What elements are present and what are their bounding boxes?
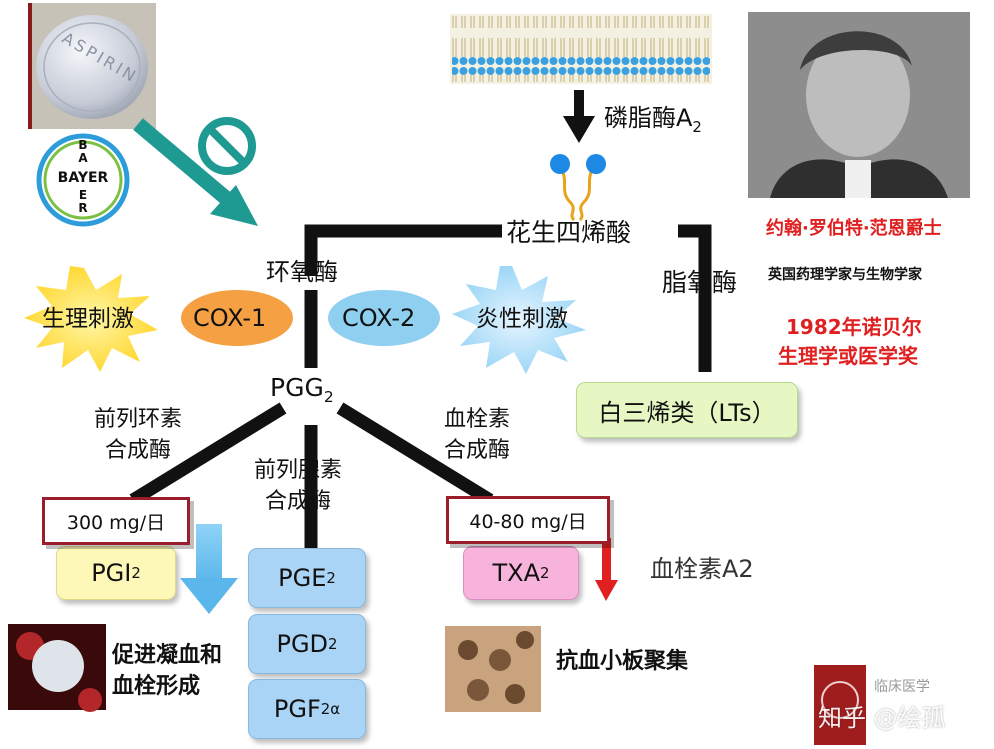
scientist-title: 英国药理学家与生物学家: [768, 267, 922, 283]
arachidonic-acid-molecule-icon: [550, 154, 606, 222]
leukotrienes-box: 白三烯类（LTs）: [576, 382, 798, 438]
right-effect-label: 抗血小板聚集: [556, 649, 689, 674]
aspirin-tablet-image: [28, 3, 156, 129]
lipoxygenase-label: 脂氧酶: [662, 268, 738, 297]
portrait-photo: [748, 12, 970, 198]
pathway-lines: [129, 224, 712, 550]
no-sign-icon: [198, 117, 256, 175]
inflammatory-stimulus-label: 炎性刺激: [476, 306, 568, 332]
platelets-image: [445, 626, 541, 712]
prostacyclin-synthase-label: 前列环素合成酶: [94, 407, 183, 463]
pgg2-label: PGG2: [270, 373, 334, 406]
prostaglandin-synthase-label: 前列腺素合成酶: [254, 458, 343, 514]
physiological-stimulus-burst: [24, 266, 158, 372]
inhibition-arrow: [133, 118, 258, 226]
thromboxane-synthase-label: 血栓素合成酶: [444, 407, 511, 463]
award-line-1: 1982年诺贝尔: [786, 315, 922, 339]
low-dose-badge: 300 mg/日: [42, 497, 190, 545]
scientist-name: 约翰·罗伯特·范恩爵士: [766, 218, 942, 239]
high-dose-badge: 40-80 mg/日: [446, 496, 610, 544]
cox2-label: COX-2: [342, 304, 416, 332]
left-effect-label: 促进凝血和血栓形成: [112, 643, 223, 699]
increase-arrow: [595, 538, 618, 601]
arachidonic-acid-label: 花生四烯酸: [506, 218, 632, 247]
bayer-horizontal: BAYER: [57, 170, 109, 186]
cox1-label: COX-1: [193, 304, 267, 332]
hospital-logo: [814, 665, 866, 745]
cell-membrane-image: [450, 14, 712, 84]
platelet-aggregate-image: [8, 624, 106, 712]
cox1-ellipse: [181, 290, 293, 346]
inflammatory-stimulus-burst: [452, 266, 586, 374]
thromboxane-a2-label: 血栓素A2: [650, 555, 754, 583]
award-line-2: 生理学或医学奖: [778, 344, 918, 368]
decrease-arrow: [180, 524, 238, 614]
watermark-logo-text: 临床医学: [874, 679, 930, 695]
cox2-ellipse: [328, 290, 440, 346]
watermark-handle: 知乎 @绘孤: [818, 704, 946, 732]
physiological-stimulus-label: 生理刺激: [42, 306, 134, 332]
bayer-logo: [36, 133, 130, 227]
phospholipase-label: 磷脂酶A2: [604, 104, 702, 136]
phospholipase-arrow: [563, 90, 595, 143]
cyclooxygenase-label: 环氧酶: [266, 258, 338, 286]
